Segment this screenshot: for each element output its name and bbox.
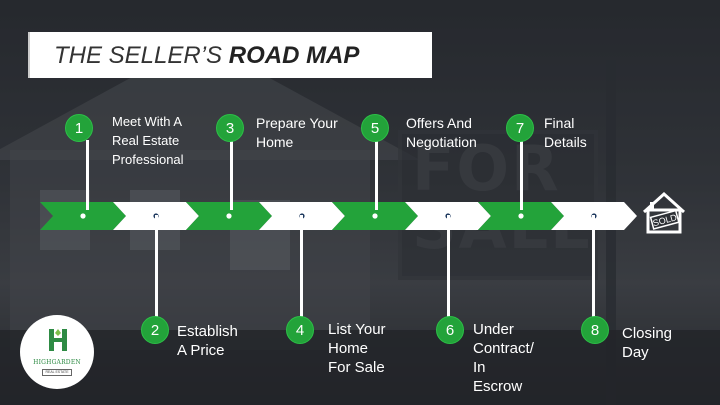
logo-tagline: REAL ESTATE [42, 369, 72, 376]
connector-5 [375, 140, 378, 210]
page-title: THE SELLER’S ROAD MAP [54, 42, 360, 69]
road-map-chevrons [40, 202, 637, 230]
connector-3 [230, 140, 233, 210]
connector-6 [447, 215, 450, 320]
step-5-number: 5 [361, 114, 389, 142]
step-3-number: 3 [216, 114, 244, 142]
chevron-dot-3 [226, 213, 232, 219]
chevron-dot-7 [518, 213, 524, 219]
step-7-number: 7 [506, 114, 534, 142]
step-4-number: 4 [286, 316, 314, 344]
chevron-dot-1 [80, 213, 86, 219]
connector-2 [155, 215, 158, 320]
connector-1 [86, 140, 89, 210]
chevron-dot-5 [372, 213, 378, 219]
step-6-number: 6 [436, 316, 464, 344]
connector-8 [592, 215, 595, 320]
h-monogram-icon [49, 329, 67, 351]
step-1-number: 1 [65, 114, 93, 142]
house-sold-icon: SOLD [642, 191, 686, 234]
connector-4 [300, 215, 303, 320]
logo-name: HIGHGARDEN [33, 359, 81, 366]
step-2-number: 2 [141, 316, 169, 344]
step-8-number: 8 [581, 316, 609, 344]
company-logo: HIGHGARDEN REAL ESTATE [20, 315, 94, 389]
connector-7 [520, 140, 523, 210]
title-banner: THE SELLER’S ROAD MAP [28, 32, 432, 78]
